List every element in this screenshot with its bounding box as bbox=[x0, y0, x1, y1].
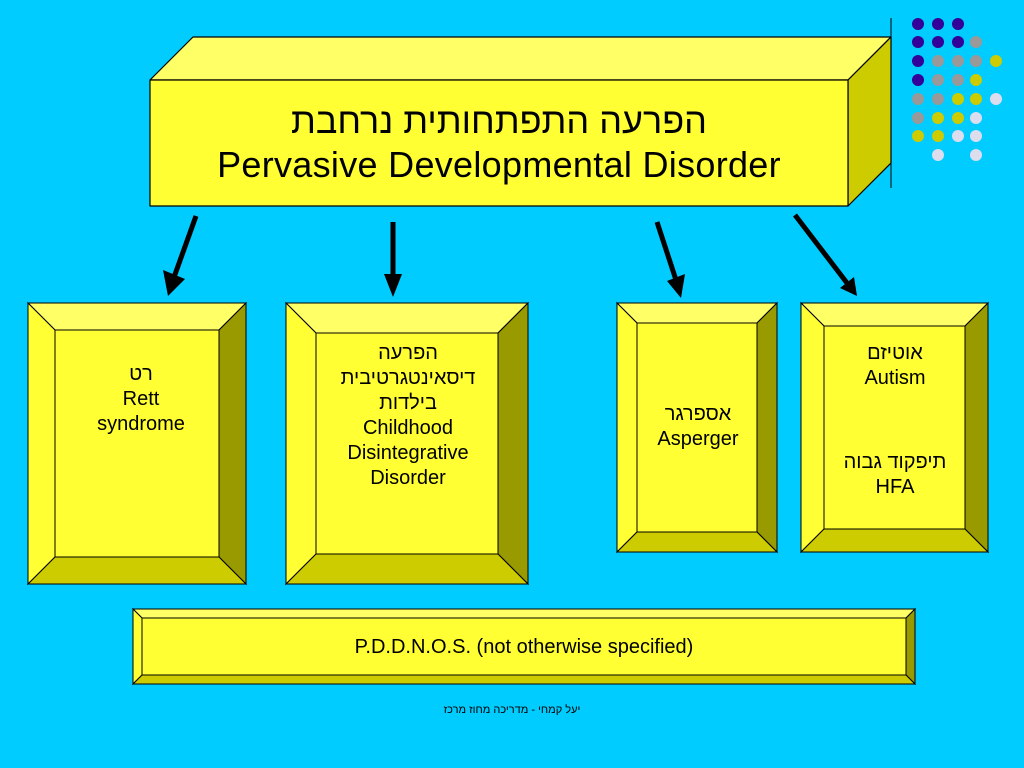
cdd-hebrew-line-1: הפרעה bbox=[378, 342, 438, 364]
decorative-dot-grid bbox=[890, 18, 1002, 188]
autism-box-shape bbox=[799, 301, 990, 554]
asperger-english-label: Asperger bbox=[657, 428, 739, 450]
pdd-nos-box: P.D.D.N.O.S. (not otherwise specified) bbox=[142, 619, 906, 675]
cdd-box-shape bbox=[284, 301, 530, 586]
autism-hebrew-label: אוטיזם bbox=[867, 342, 923, 364]
title-box-shape bbox=[149, 36, 892, 207]
title-hebrew: הפרעה התפתחותית נרחבת bbox=[291, 100, 707, 141]
hfa-hebrew-label: תיפקוד גבוה bbox=[843, 451, 947, 473]
cdd-english-line-3: Disorder bbox=[370, 467, 446, 489]
cdd-box: הפרעה דיסאינטגרטיבית בילדות Childhood Di… bbox=[317, 341, 499, 491]
asperger-box: אספרגר Asperger bbox=[642, 402, 754, 452]
arrows bbox=[163, 213, 857, 298]
cdd-hebrew-line-2: דיסאינטגרטיבית bbox=[340, 367, 476, 389]
cdd-english-line-2: Disintegrative bbox=[347, 442, 469, 464]
pdd-nos-label: P.D.D.N.O.S. (not otherwise specified) bbox=[354, 635, 694, 658]
pdd-nos-box-shape bbox=[131, 607, 917, 686]
hfa-english-label: HFA bbox=[875, 476, 915, 498]
rett-box-shape bbox=[26, 301, 248, 586]
diagram-title: הפרעה התפתחותית נרחבת Pervasive Developm… bbox=[150, 80, 848, 206]
rett-label-line-1: Rett bbox=[122, 388, 160, 410]
asperger-box-shape bbox=[615, 301, 779, 554]
autism-box: אוטיזם Autism תיפקוד גבוה HFA bbox=[828, 341, 962, 500]
footer-credit: יעל קמחי - מדריכה מחוז מרכז bbox=[443, 704, 581, 716]
asperger-hebrew-label: אספרגר bbox=[664, 403, 732, 425]
rett-hebrew-label: רט bbox=[129, 363, 153, 385]
title-english: Pervasive Developmental Disorder bbox=[217, 144, 781, 185]
rett-label-line-2: syndrome bbox=[97, 413, 185, 435]
rett-box: רט Rett syndrome bbox=[55, 362, 227, 437]
cdd-hebrew-line-3: בילדות bbox=[379, 392, 437, 414]
cdd-english-line-1: Childhood bbox=[362, 417, 454, 439]
autism-english-label: Autism bbox=[864, 367, 926, 389]
